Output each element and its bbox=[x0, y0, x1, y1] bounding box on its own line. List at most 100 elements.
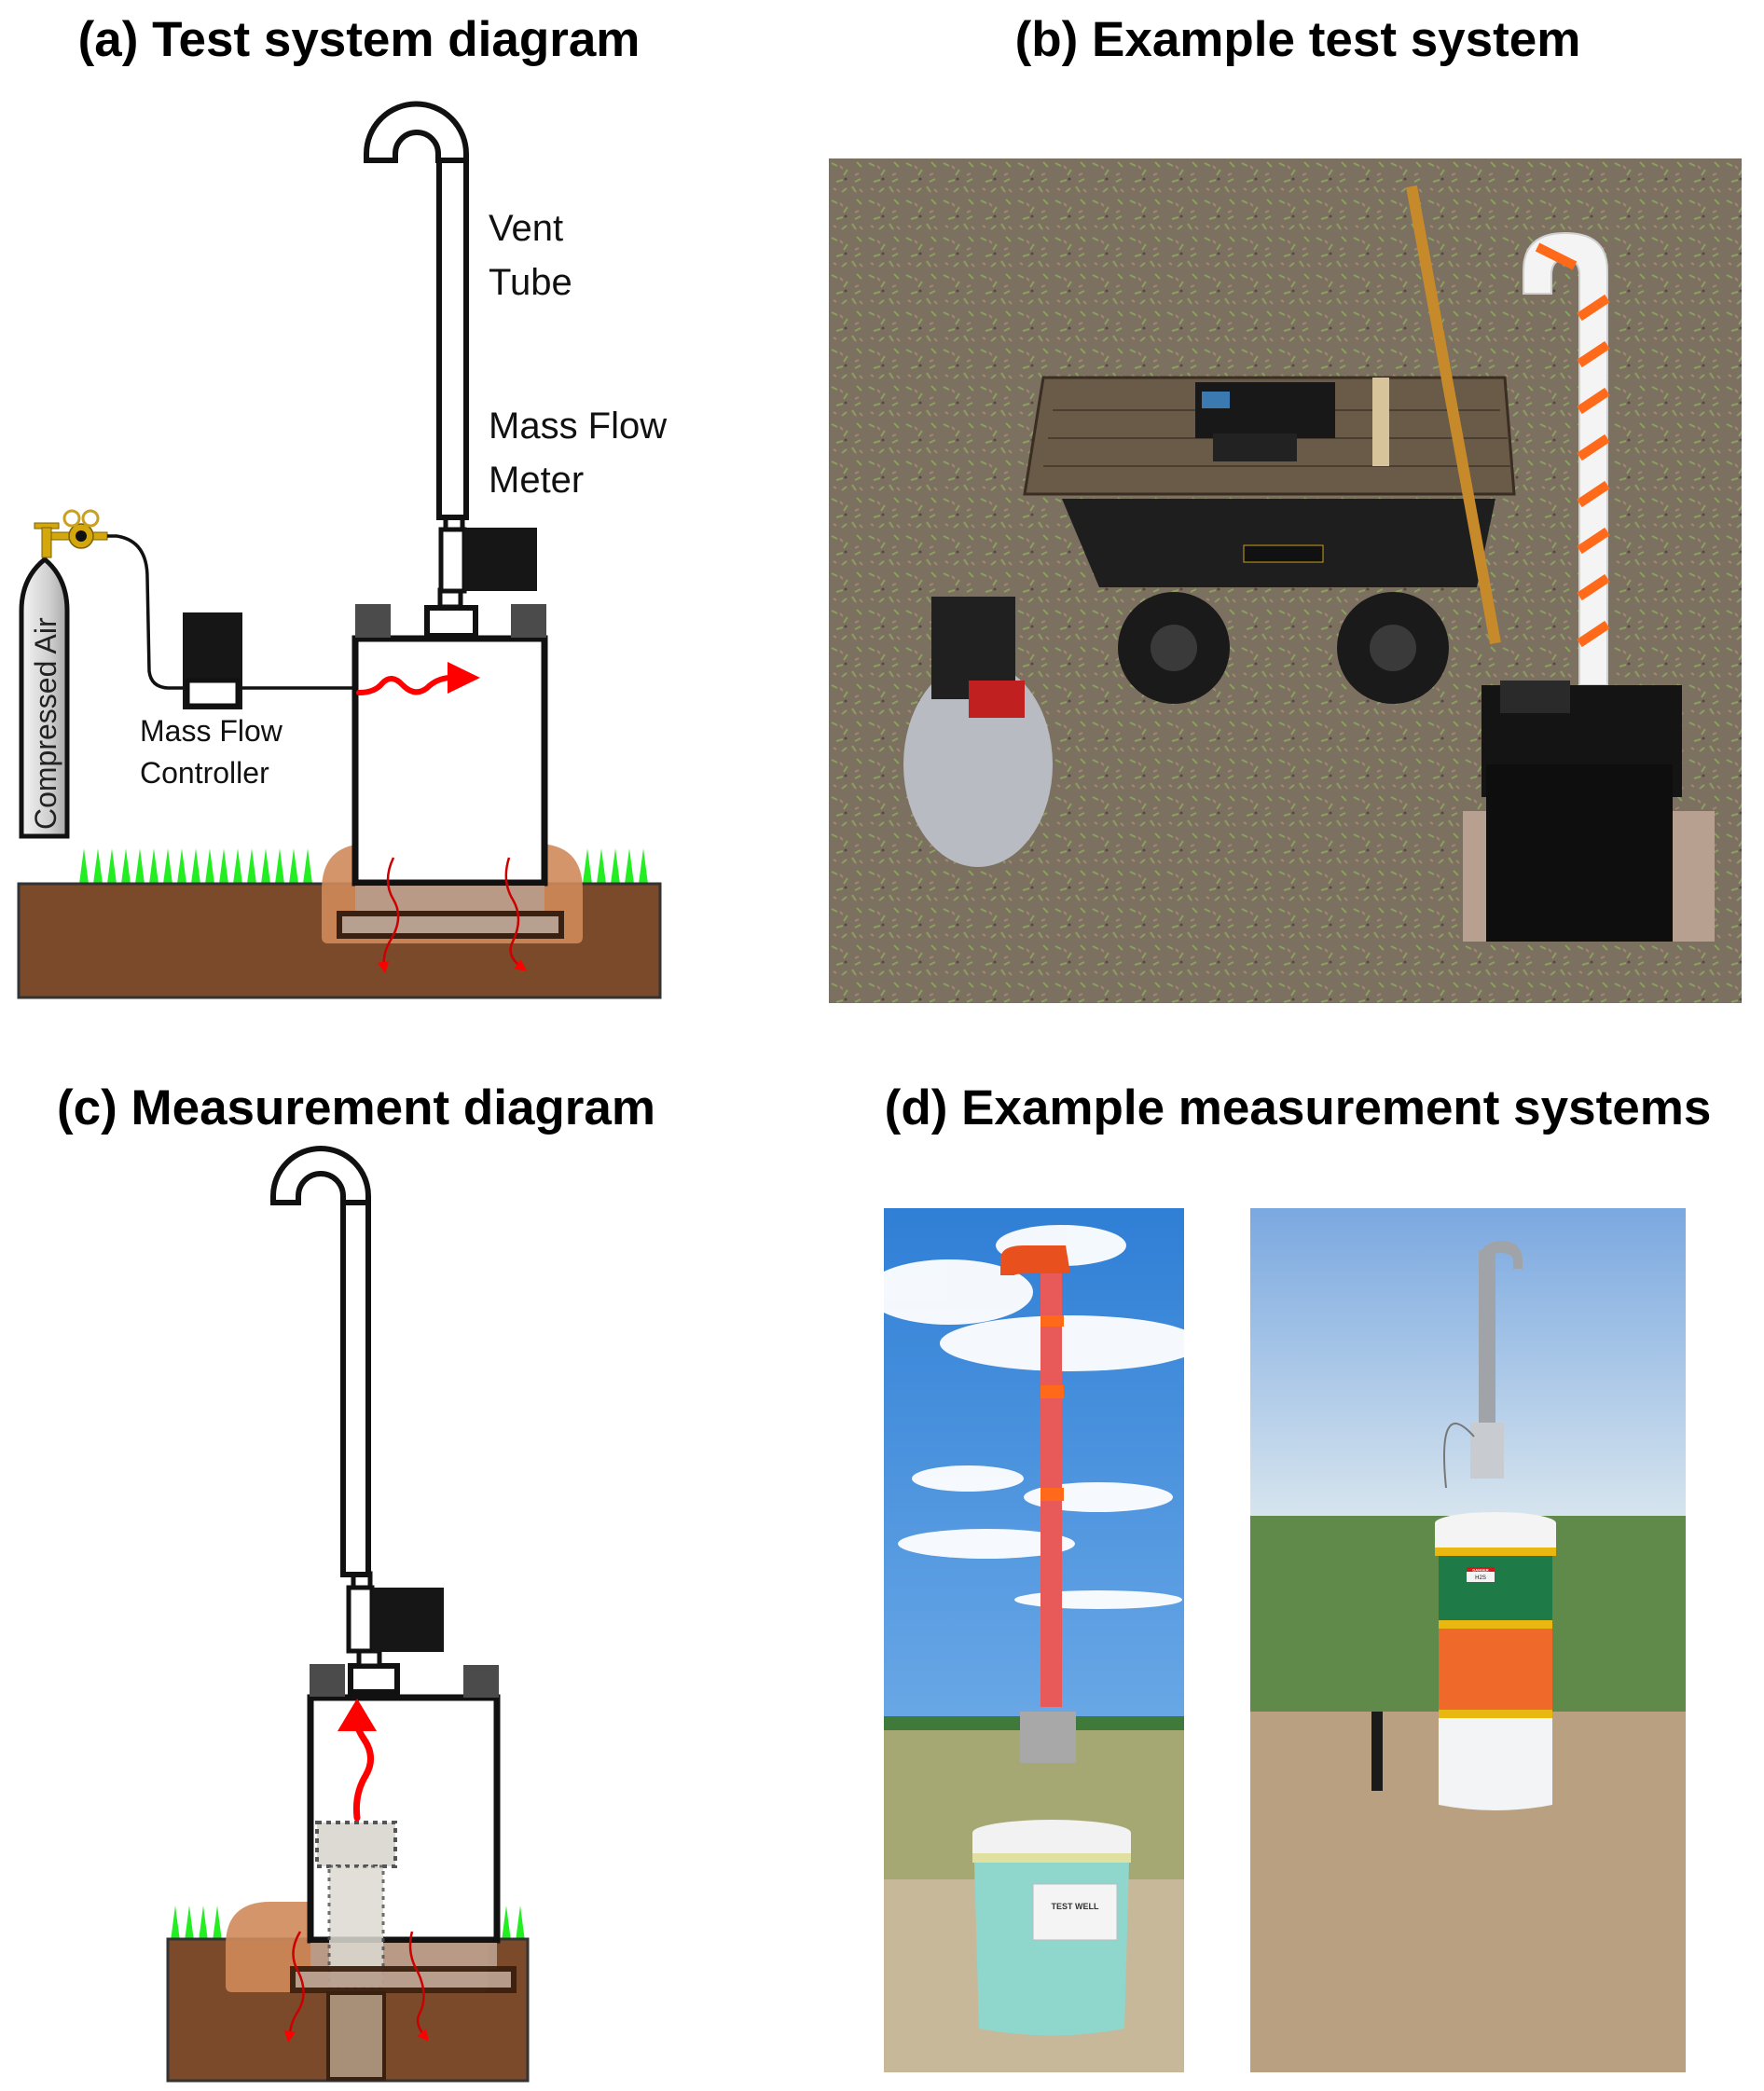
backfill-mound bbox=[322, 844, 583, 943]
vent-tube-hook bbox=[270, 1146, 371, 1205]
vent-pipe-cap bbox=[1000, 1245, 1070, 1275]
chamber-box bbox=[307, 1694, 501, 1944]
injection-arrow-head bbox=[448, 662, 480, 694]
grass-blade bbox=[163, 848, 172, 884]
lid-block-left bbox=[355, 604, 391, 638]
lid-block-left bbox=[310, 1664, 345, 1697]
flow-meter bbox=[1470, 1423, 1504, 1479]
vent-tube bbox=[340, 1197, 371, 1577]
grass-blade bbox=[233, 848, 242, 884]
vent-pipe bbox=[1040, 1259, 1062, 1707]
grass-blade bbox=[185, 1905, 194, 1941]
grass-blade bbox=[247, 848, 256, 884]
tank-label: Compressed Air bbox=[29, 617, 62, 830]
grass-blade bbox=[177, 848, 186, 884]
panel-c-diagram bbox=[166, 1146, 530, 2083]
test-well-sign bbox=[1032, 1883, 1118, 1941]
regulator-icon bbox=[34, 509, 108, 558]
backfill-mound bbox=[226, 1902, 488, 1992]
mfm-lower-fitting bbox=[356, 1648, 382, 1669]
base-flange bbox=[337, 911, 564, 939]
grass-blade bbox=[199, 1905, 208, 1941]
chamber-soil-tint bbox=[355, 886, 544, 915]
drum-green-band bbox=[1439, 1556, 1552, 1623]
test-well-sign-text: TEST WELL bbox=[1052, 1902, 1099, 1911]
leak-arrow-left bbox=[377, 857, 400, 974]
chamber-soil-tint bbox=[310, 1943, 497, 1969]
grass-blade bbox=[261, 848, 270, 884]
panel-a-diagram: /* placeholder to keep structure */ Vent… bbox=[17, 101, 667, 999]
grass-blade bbox=[639, 848, 648, 884]
vent-flow-arrow bbox=[352, 1710, 374, 1822]
test-chamber bbox=[1463, 681, 1715, 942]
leak-arrow-left bbox=[283, 1931, 305, 2043]
mfm-lower-fitting bbox=[437, 587, 463, 610]
mfm-label-line1: Mass Flow bbox=[489, 406, 667, 447]
mfm-upper-fitting bbox=[351, 1571, 373, 1590]
mfm-upper-fitting bbox=[443, 512, 465, 532]
grass-blade bbox=[303, 848, 312, 884]
grass-blade bbox=[625, 848, 634, 884]
drum-white-band bbox=[1439, 1718, 1552, 1810]
danger-sign-text: DANGER bbox=[1472, 1568, 1488, 1573]
well-casing-below bbox=[326, 1991, 386, 2081]
vent-pipe bbox=[1479, 1250, 1495, 1465]
grass-blade bbox=[205, 848, 214, 884]
grass-blade bbox=[516, 1905, 525, 1941]
flow-meter bbox=[1020, 1712, 1076, 1763]
grass-blade bbox=[121, 848, 131, 884]
grass-blade bbox=[597, 848, 606, 884]
grass-blade bbox=[583, 848, 592, 884]
lid-block-right bbox=[463, 1665, 499, 1698]
grass-blade bbox=[107, 848, 117, 884]
lid-port bbox=[348, 1663, 400, 1695]
grass-blade bbox=[149, 848, 158, 884]
danger-sign-subtext: H2S bbox=[1475, 1575, 1486, 1581]
grass-blade bbox=[611, 848, 620, 884]
mfm-electronics bbox=[464, 528, 537, 591]
mfc-label-line2: Controller bbox=[140, 756, 269, 790]
wellhead-cap bbox=[315, 1821, 397, 1868]
grass-blade bbox=[275, 848, 284, 884]
riser-pipe bbox=[1371, 1712, 1383, 1791]
soil bbox=[166, 1937, 530, 2083]
photo-example-test-system bbox=[829, 158, 1742, 1003]
vent-flow-arrow-head bbox=[338, 1699, 377, 1731]
lid-block-right bbox=[511, 604, 546, 638]
panel-c-title: (c) Measurement diagram bbox=[56, 1080, 656, 1135]
vent-tube-label-line2: Tube bbox=[489, 262, 572, 303]
vent-tube-label-line1: Vent bbox=[489, 208, 563, 249]
mfc-label-line1: Mass Flow bbox=[140, 714, 283, 748]
mfm-electronics bbox=[372, 1588, 444, 1652]
panel-b-title: (b) Example test system bbox=[1014, 12, 1581, 67]
mfm-body-window bbox=[346, 1585, 375, 1654]
compressed-air-tank bbox=[19, 556, 70, 839]
base-flange bbox=[290, 1966, 517, 1993]
injection-flow-arrow bbox=[356, 675, 452, 695]
panel-a-title: (a) Test system diagram bbox=[77, 12, 641, 67]
mfm-body-window bbox=[438, 527, 467, 594]
leak-arrow-right bbox=[504, 857, 528, 971]
grass-blade bbox=[93, 848, 103, 884]
grass-blade bbox=[135, 848, 145, 884]
vent-tube-hook bbox=[364, 101, 469, 163]
panel-d-title: (d) Example measurement systems bbox=[884, 1080, 1712, 1135]
sky bbox=[1250, 1208, 1686, 1516]
mfc-window bbox=[185, 678, 241, 708]
wellhead-casing bbox=[327, 1864, 385, 1989]
grass-blade bbox=[191, 848, 200, 884]
grass-blade bbox=[79, 848, 89, 884]
chamber-box bbox=[351, 635, 548, 887]
drum-orange-band bbox=[1439, 1629, 1552, 1713]
vent-tube bbox=[436, 156, 469, 520]
lid-port bbox=[424, 605, 478, 639]
grass-blade bbox=[219, 848, 228, 884]
air-compressor bbox=[903, 597, 1053, 867]
grass-blade bbox=[213, 1905, 222, 1941]
photo-measurement-system-2: DANGER H2S bbox=[1250, 1208, 1686, 2072]
photo-measurement-system-1: TEST WELL bbox=[884, 1208, 1184, 2072]
leak-arrow-right bbox=[408, 1931, 429, 2042]
mfm-label-line2: Meter bbox=[489, 460, 584, 501]
grass-blade bbox=[488, 1905, 497, 1941]
cart bbox=[1023, 376, 1516, 704]
